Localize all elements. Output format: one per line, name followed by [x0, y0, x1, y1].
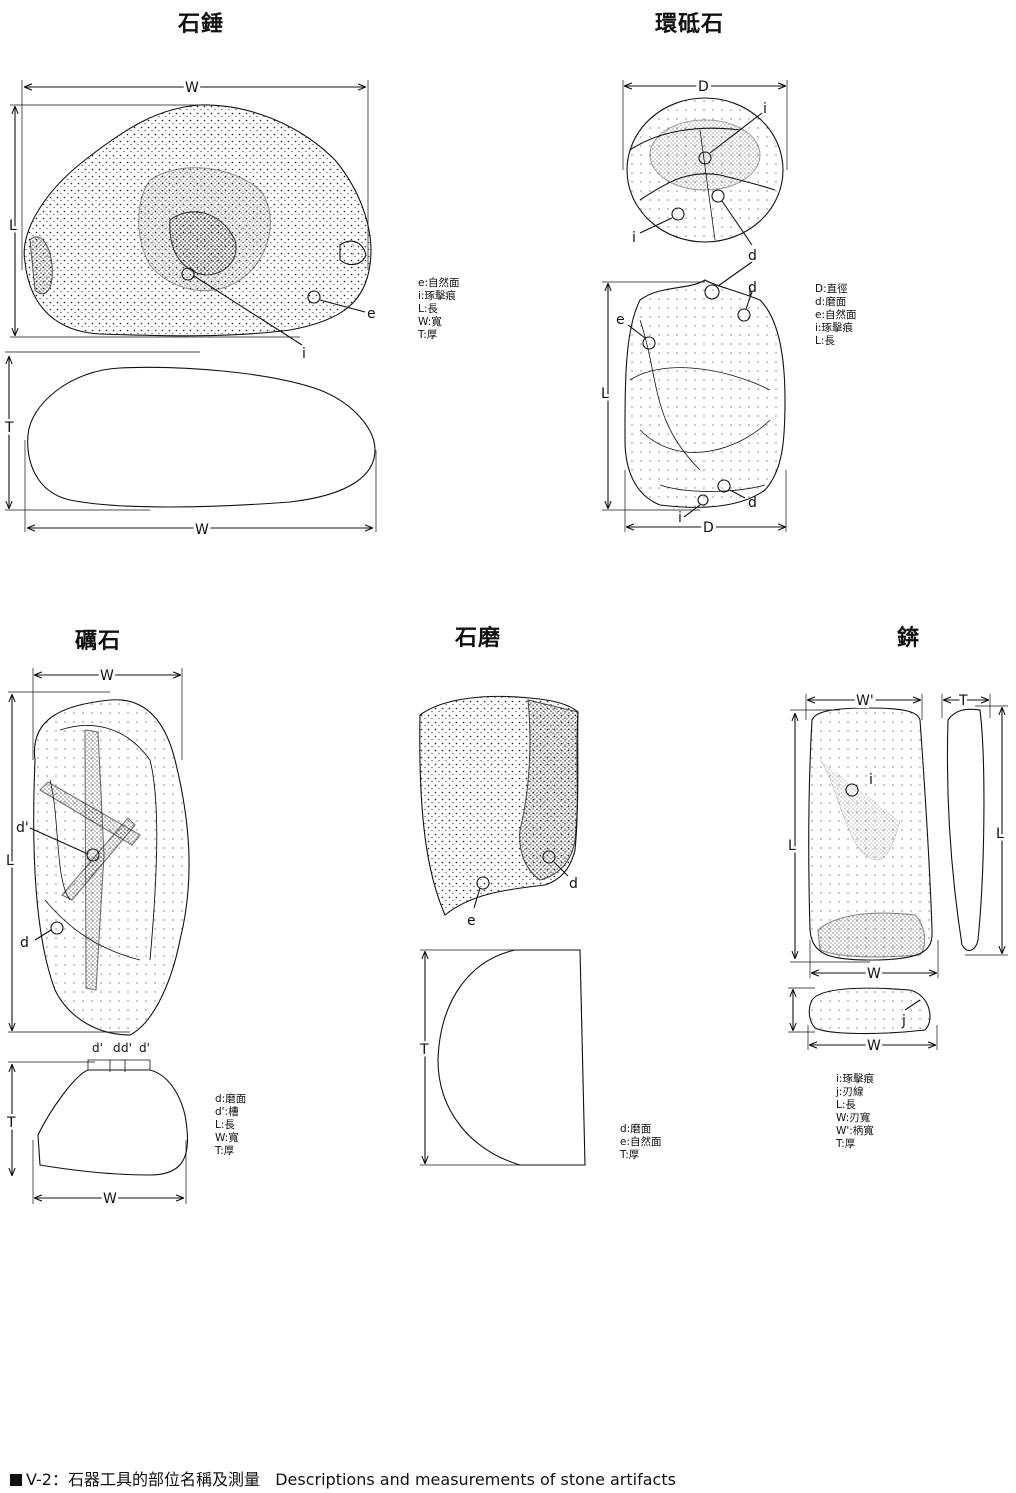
label-i: i: [869, 772, 873, 788]
legend-item: d':槽: [215, 1106, 239, 1118]
label-W: W: [867, 966, 881, 982]
title-hammerstone: 石錘: [178, 12, 225, 37]
label-e: e: [616, 312, 625, 328]
label-d: d: [113, 1041, 121, 1055]
label-W: W: [185, 80, 199, 96]
legend-item: j:刃線: [836, 1086, 864, 1098]
label-L: L: [788, 838, 796, 854]
legend-item: T:厚: [215, 1145, 235, 1157]
title-ring-grinder: 環砥石: [655, 12, 725, 37]
legend-item: T:厚: [836, 1138, 856, 1150]
label-i: i: [302, 346, 306, 362]
label-e: e: [367, 306, 376, 322]
legend-adze: i:琢擊痕 j:刃線 L:長 W:刃寬 W':柄寬 T:厚: [836, 1073, 874, 1151]
label-T: T: [419, 1042, 429, 1058]
legend-item: W:刃寬: [836, 1112, 871, 1124]
label-T: T: [6, 1115, 16, 1131]
label-d: d: [748, 280, 757, 296]
label-D: D: [698, 79, 709, 95]
legend-item: i:琢擊痕: [418, 290, 456, 302]
title-grinding-stone: 石磨: [455, 626, 502, 651]
whetstone-face: [33, 699, 190, 1036]
label-L: L: [9, 218, 17, 234]
hammerstone-profile: [27, 366, 376, 508]
label-T: T: [4, 420, 14, 436]
legend-item: d:磨面: [815, 296, 847, 308]
label-L: L: [6, 853, 14, 869]
adze-side: [946, 708, 985, 951]
hammerstone-point-e: [307, 290, 321, 304]
legend-ring-grinder: D:直徑 d:磨面 e:自然面 i:琢擊痕 L:長: [815, 283, 857, 348]
adze-drawing: [788, 694, 1008, 1050]
legend-item: L:長: [836, 1099, 856, 1111]
label-i: i: [748, 284, 752, 300]
label-d: d: [20, 935, 29, 951]
label-dp: d': [16, 820, 29, 836]
label-dp: d': [92, 1041, 103, 1055]
legend-item: L:長: [815, 335, 835, 347]
label-W: W: [867, 1038, 881, 1054]
whetstone-drawing: [8, 668, 190, 1204]
legend-item: T:厚: [620, 1149, 640, 1161]
hammerstone-point-i: [181, 267, 195, 281]
legend-item: i:琢擊痕: [815, 322, 853, 334]
label-T: T: [958, 693, 968, 709]
label-D: D: [703, 520, 714, 536]
label-j: j: [901, 1013, 906, 1029]
label-i: i: [632, 230, 636, 246]
legend-hammerstone: e:自然面 i:琢擊痕 L:長 W:寬 T:厚: [418, 277, 460, 342]
label-L: L: [996, 826, 1004, 842]
adze-section: [808, 987, 931, 1035]
title-whetstone: 礪石: [75, 629, 122, 654]
legend-item: d:磨面: [620, 1123, 652, 1135]
legend-item: L:長: [215, 1119, 235, 1131]
legend-item: T:厚: [418, 329, 438, 341]
figure-caption: V-2：石器工具的部位名稱及測量 Descriptions and measur…: [10, 1466, 676, 1490]
label-W: W: [103, 1191, 117, 1207]
legend-item: e:自然面: [815, 309, 857, 321]
label-dp: d': [139, 1041, 150, 1055]
title-adze: 錛: [897, 626, 921, 651]
legend-item: e:自然面: [418, 277, 460, 289]
legend-item: W':柄寬: [836, 1125, 874, 1137]
legend-item: W:寬: [418, 316, 442, 328]
label-e: e: [467, 913, 476, 929]
label-L: L: [601, 386, 609, 402]
hammerstone-drawing: [5, 80, 377, 532]
label-W: W: [100, 668, 114, 684]
grinding-stone-drawing: [419, 695, 586, 1166]
legend-item: D:直徑: [815, 283, 848, 295]
label-d: d: [748, 495, 757, 511]
caption-label: V-2：石器工具的部位名稱及測量: [26, 1470, 260, 1489]
caption-square-icon: [10, 1474, 22, 1486]
label-dp: d': [121, 1041, 132, 1055]
label-i: i: [763, 101, 767, 117]
legend-item: i:琢擊痕: [836, 1073, 874, 1085]
caption-english: Descriptions and measurements of stone a…: [275, 1470, 676, 1489]
legend-item: L:長: [418, 303, 438, 315]
label-Wp: W': [856, 693, 874, 709]
legend-grinding-stone: d:磨面 e:自然面 T:厚: [620, 1123, 662, 1162]
ring-grinder-drawing: [602, 80, 788, 532]
label-W: W: [195, 522, 209, 538]
label-i: i: [678, 510, 682, 526]
legend-whetstone: d:磨面 d':槽 L:長 W:寬 T:厚: [215, 1093, 246, 1158]
label-d: d: [569, 876, 578, 892]
legend-item: d:磨面: [215, 1093, 247, 1105]
legend-item: e:自然面: [620, 1136, 662, 1148]
label-d: d: [748, 248, 757, 264]
whetstone-profile: [37, 1069, 189, 1176]
ring-grinder-side: [624, 279, 786, 508]
legend-item: W:寬: [215, 1132, 239, 1144]
grinding-stone-profile: [437, 949, 586, 1166]
